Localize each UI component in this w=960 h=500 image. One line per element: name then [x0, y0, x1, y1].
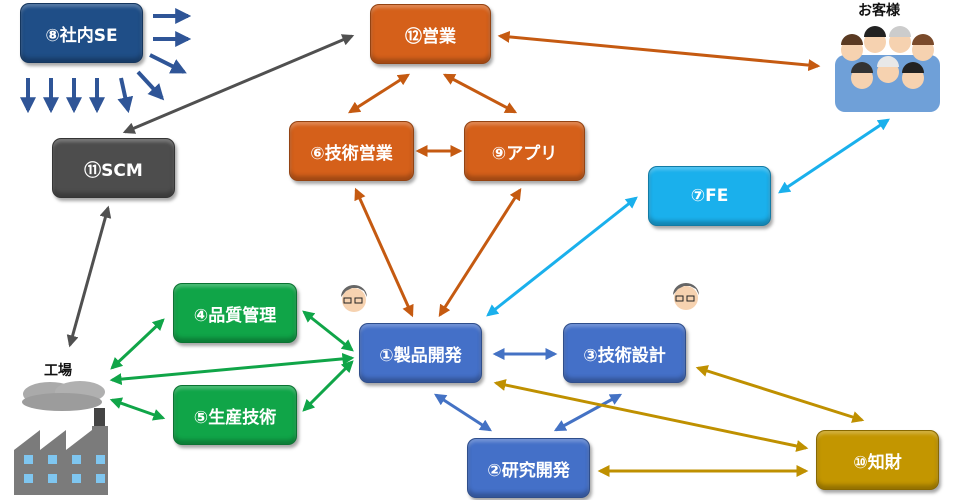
bidirectional-arrow — [778, 118, 890, 194]
node-internal-se[interactable]: ⑧社内SE — [20, 3, 143, 63]
bidirectional-arrow — [302, 360, 354, 412]
bidirectional-arrow — [553, 393, 623, 432]
bidirectional-arrow — [109, 352, 355, 386]
node-technical-sales[interactable]: ⑥技術営業 — [289, 121, 414, 181]
node-production-engineering[interactable]: ⑤生産技術 — [173, 385, 297, 445]
node-label: ⑩知財 — [853, 452, 902, 473]
node-label: ⑪SCM — [84, 160, 143, 181]
node-label: ④品質管理 — [193, 305, 277, 326]
bidirectional-arrow — [302, 310, 354, 352]
bidirectional-arrow — [438, 187, 522, 318]
node-label: ①製品開発 — [379, 345, 462, 366]
node-label: ⑫営業 — [405, 26, 456, 47]
node-research-development[interactable]: ②研究開発 — [467, 438, 590, 498]
factory-illustration — [14, 381, 108, 495]
bidirectional-arrow — [110, 318, 165, 370]
node-quality-control[interactable]: ④品質管理 — [173, 283, 297, 343]
node-label: ②研究開発 — [487, 460, 570, 481]
node-label: ⑤生産技術 — [193, 407, 277, 428]
bidirectional-arrow — [442, 73, 518, 114]
factory-label: 工場 — [44, 363, 72, 379]
node-field-engineer[interactable]: ⑦FE — [648, 166, 771, 226]
engineer-face-icon — [341, 285, 367, 312]
bidirectional-arrow — [433, 393, 493, 432]
bidirectional-arrow — [109, 397, 166, 421]
bidirectional-arrow — [695, 365, 865, 423]
engineer-face-icon — [673, 283, 699, 310]
bidirectional-arrow — [347, 73, 411, 114]
customers-label: お客様 — [858, 3, 900, 19]
bidirectional-arrow — [497, 30, 821, 72]
node-product-development[interactable]: ①製品開発 — [359, 323, 482, 383]
node-label: ⑥技術営業 — [310, 143, 393, 164]
bidirectional-arrow — [486, 196, 638, 317]
customers-illustration — [835, 26, 940, 112]
arrow — [136, 70, 165, 101]
arrow — [149, 53, 187, 74]
node-scm[interactable]: ⑪SCM — [52, 138, 175, 198]
node-intellectual-property[interactable]: ⑩知財 — [816, 430, 939, 490]
node-label: ⑨アプリ — [491, 143, 558, 164]
bidirectional-arrow — [66, 205, 112, 348]
bidirectional-arrow — [122, 34, 355, 134]
node-application[interactable]: ⑨アプリ — [464, 121, 585, 181]
bidirectional-arrow — [354, 187, 414, 318]
node-technical-design[interactable]: ③技術設計 — [563, 323, 686, 383]
node-label: ⑦FE — [690, 186, 729, 206]
arrow — [117, 77, 134, 114]
bidirectional-arrow — [493, 379, 809, 452]
node-sales[interactable]: ⑫営業 — [370, 4, 491, 64]
node-label: ⑧社内SE — [45, 25, 118, 46]
node-label: ③技術設計 — [583, 345, 666, 366]
